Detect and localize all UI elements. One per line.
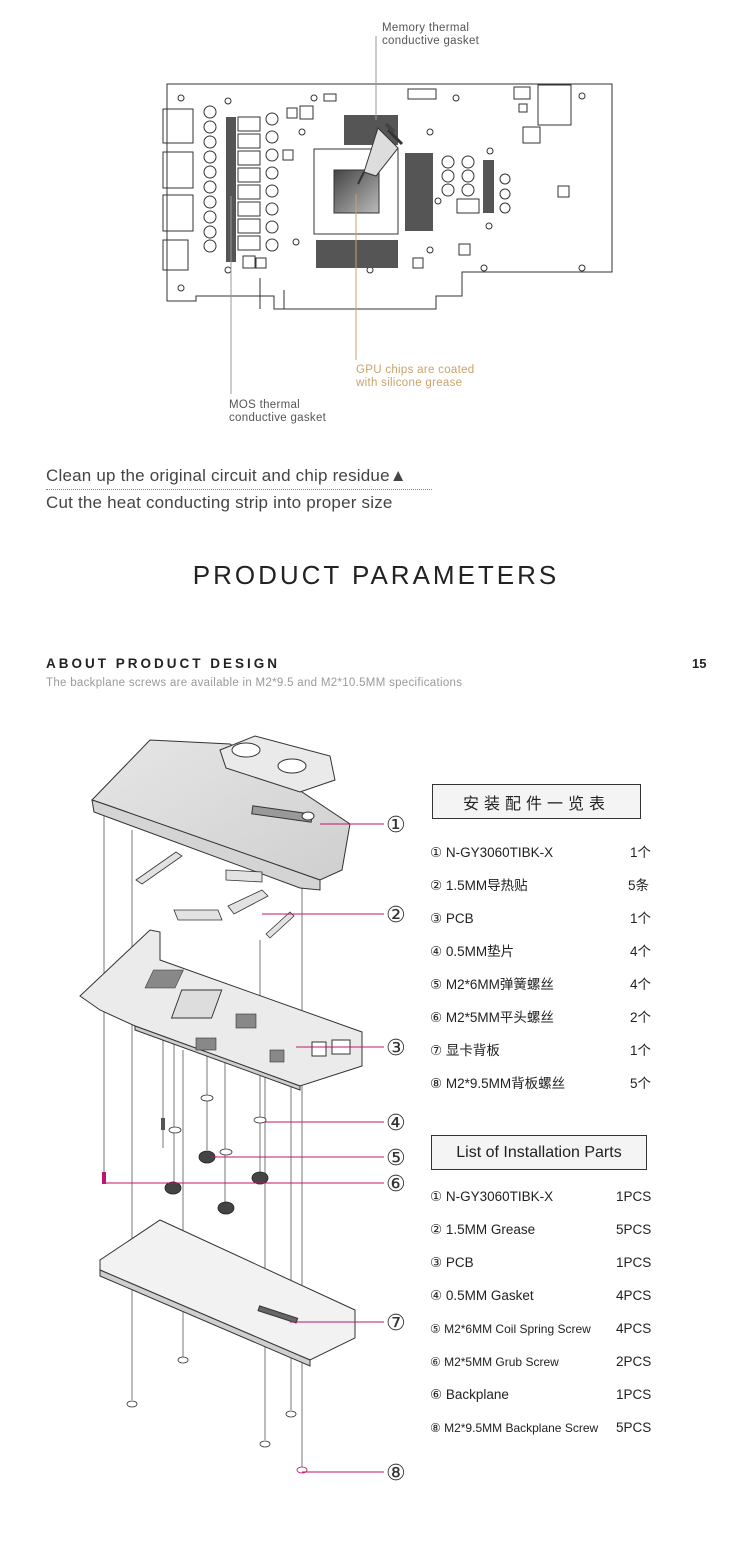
- marker-7: ⑦: [386, 1310, 406, 1335]
- mos-gasket-callout: MOS thermal conductive gasket: [229, 399, 327, 424]
- marker-5: ⑤: [386, 1145, 406, 1170]
- section-title: PRODUCT PARAMETERS: [192, 560, 560, 590]
- parts-en-title: List of Installation Parts: [431, 1135, 647, 1170]
- water-block: [91, 735, 351, 891]
- marker-3: ③: [386, 1035, 406, 1060]
- backplane-screws: [126, 1356, 308, 1474]
- note-clean-residue: Clean up the original circuit and chip r…: [46, 466, 432, 490]
- gpu-grease-callout: GPU chips are coated with silicone greas…: [356, 364, 475, 389]
- marker-2: ②: [386, 902, 406, 927]
- pcb-diagram: [162, 36, 613, 394]
- about-title: ABOUT PRODUCT DESIGN: [46, 656, 281, 671]
- about-subtitle: The backplane screws are available in M2…: [46, 677, 463, 689]
- marker-6: ⑥: [386, 1171, 406, 1196]
- marker-1: ①: [386, 812, 406, 837]
- page-number: 15: [692, 656, 707, 671]
- marker-8: ⑧: [386, 1460, 406, 1485]
- note-cut-strip: Cut the heat conducting strip into prope…: [46, 493, 393, 512]
- thermal-pads: [135, 851, 295, 939]
- parts-cn-title: 安装配件一览表: [432, 784, 641, 819]
- marker-4: ④: [386, 1110, 406, 1135]
- memory-gasket-callout: Memory thermal conductive gasket: [382, 22, 480, 47]
- exploded-diagram: [79, 735, 384, 1474]
- washers: [168, 1094, 267, 1156]
- backplate: [99, 1219, 356, 1367]
- pcb-board: [79, 929, 363, 1091]
- spring-screws: [164, 1150, 269, 1215]
- syringe-icon: [357, 122, 404, 185]
